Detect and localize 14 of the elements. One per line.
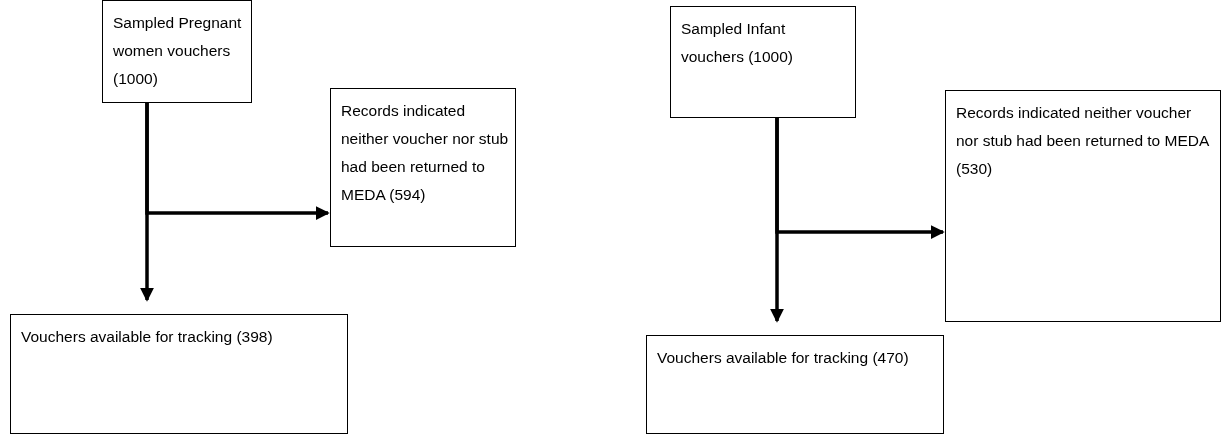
process-box [102, 0, 252, 103]
box-text: Vouchers available for tracking (470) [657, 348, 910, 368]
arrow [770, 118, 784, 323]
process-box [646, 335, 944, 434]
arrow [140, 103, 154, 302]
box-text: Sampled Pregnant women vouchers (1000) [113, 13, 243, 89]
box-text: Records indicated neither voucher nor stub had been returned to MEDA (530) [956, 103, 1210, 179]
box-text: Sampled Infant vouchers (1000) [681, 19, 794, 67]
process-box [945, 90, 1221, 322]
process-box [10, 314, 348, 434]
process-box [330, 88, 516, 247]
box-text: Records indicated neither voucher nor stub had been returned to MEDA (594) [341, 101, 510, 205]
process-box [670, 6, 856, 118]
box-text: Vouchers available for tracking (398) [21, 327, 274, 347]
